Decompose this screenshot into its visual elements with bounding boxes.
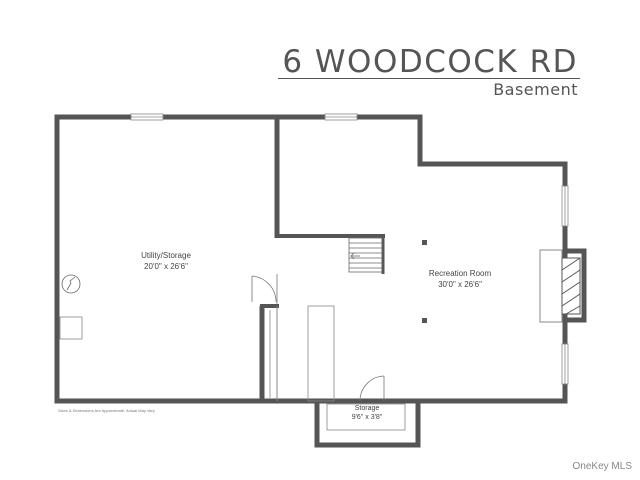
storage-inner [326, 403, 406, 431]
window-icon [561, 185, 569, 227]
title-divider [278, 78, 580, 79]
door-icon [251, 274, 278, 304]
window-icon [130, 113, 164, 121]
counter-icon [307, 305, 335, 402]
disclaimer-text: Sizes & Dimensions Are Approximate, Actu… [58, 408, 155, 413]
door-icon [359, 375, 385, 402]
fireplace-icon [561, 257, 581, 315]
window-icon [324, 113, 358, 121]
room-label-utility: Utility/Storage 20'0" x 26'6" [141, 250, 191, 272]
exterior-wall [54, 114, 568, 404]
stairs-icon [348, 237, 383, 273]
room-name: Recreation Room [428, 269, 492, 278]
water-heater-icon [61, 274, 81, 294]
room-label-storage: Storage 9'6" x 3'8" [352, 404, 383, 422]
room-dimensions: 9'6" x 3'8" [351, 414, 383, 421]
room-label-recreation: Recreation Room 30'0" x 26'6" [429, 268, 491, 290]
column-icon [422, 318, 427, 323]
room-name: Utility/Storage [141, 251, 191, 260]
fireplace-hearth [539, 249, 563, 323]
page-subtitle: Basement [493, 80, 578, 99]
room-dimensions: 20'0" x 26'6" [144, 262, 188, 271]
fireplace-wall [565, 248, 587, 323]
equipment-icon [59, 316, 83, 340]
column-icon [422, 240, 427, 245]
storage-wall [314, 401, 421, 448]
room-dimensions: 30'0" x 26'6" [438, 280, 482, 289]
watermark: OneKey MLS [572, 461, 632, 472]
window-icon [561, 343, 569, 385]
room-name: Storage [354, 405, 380, 412]
page-title: 6 WOODCOCK RD [282, 44, 578, 80]
